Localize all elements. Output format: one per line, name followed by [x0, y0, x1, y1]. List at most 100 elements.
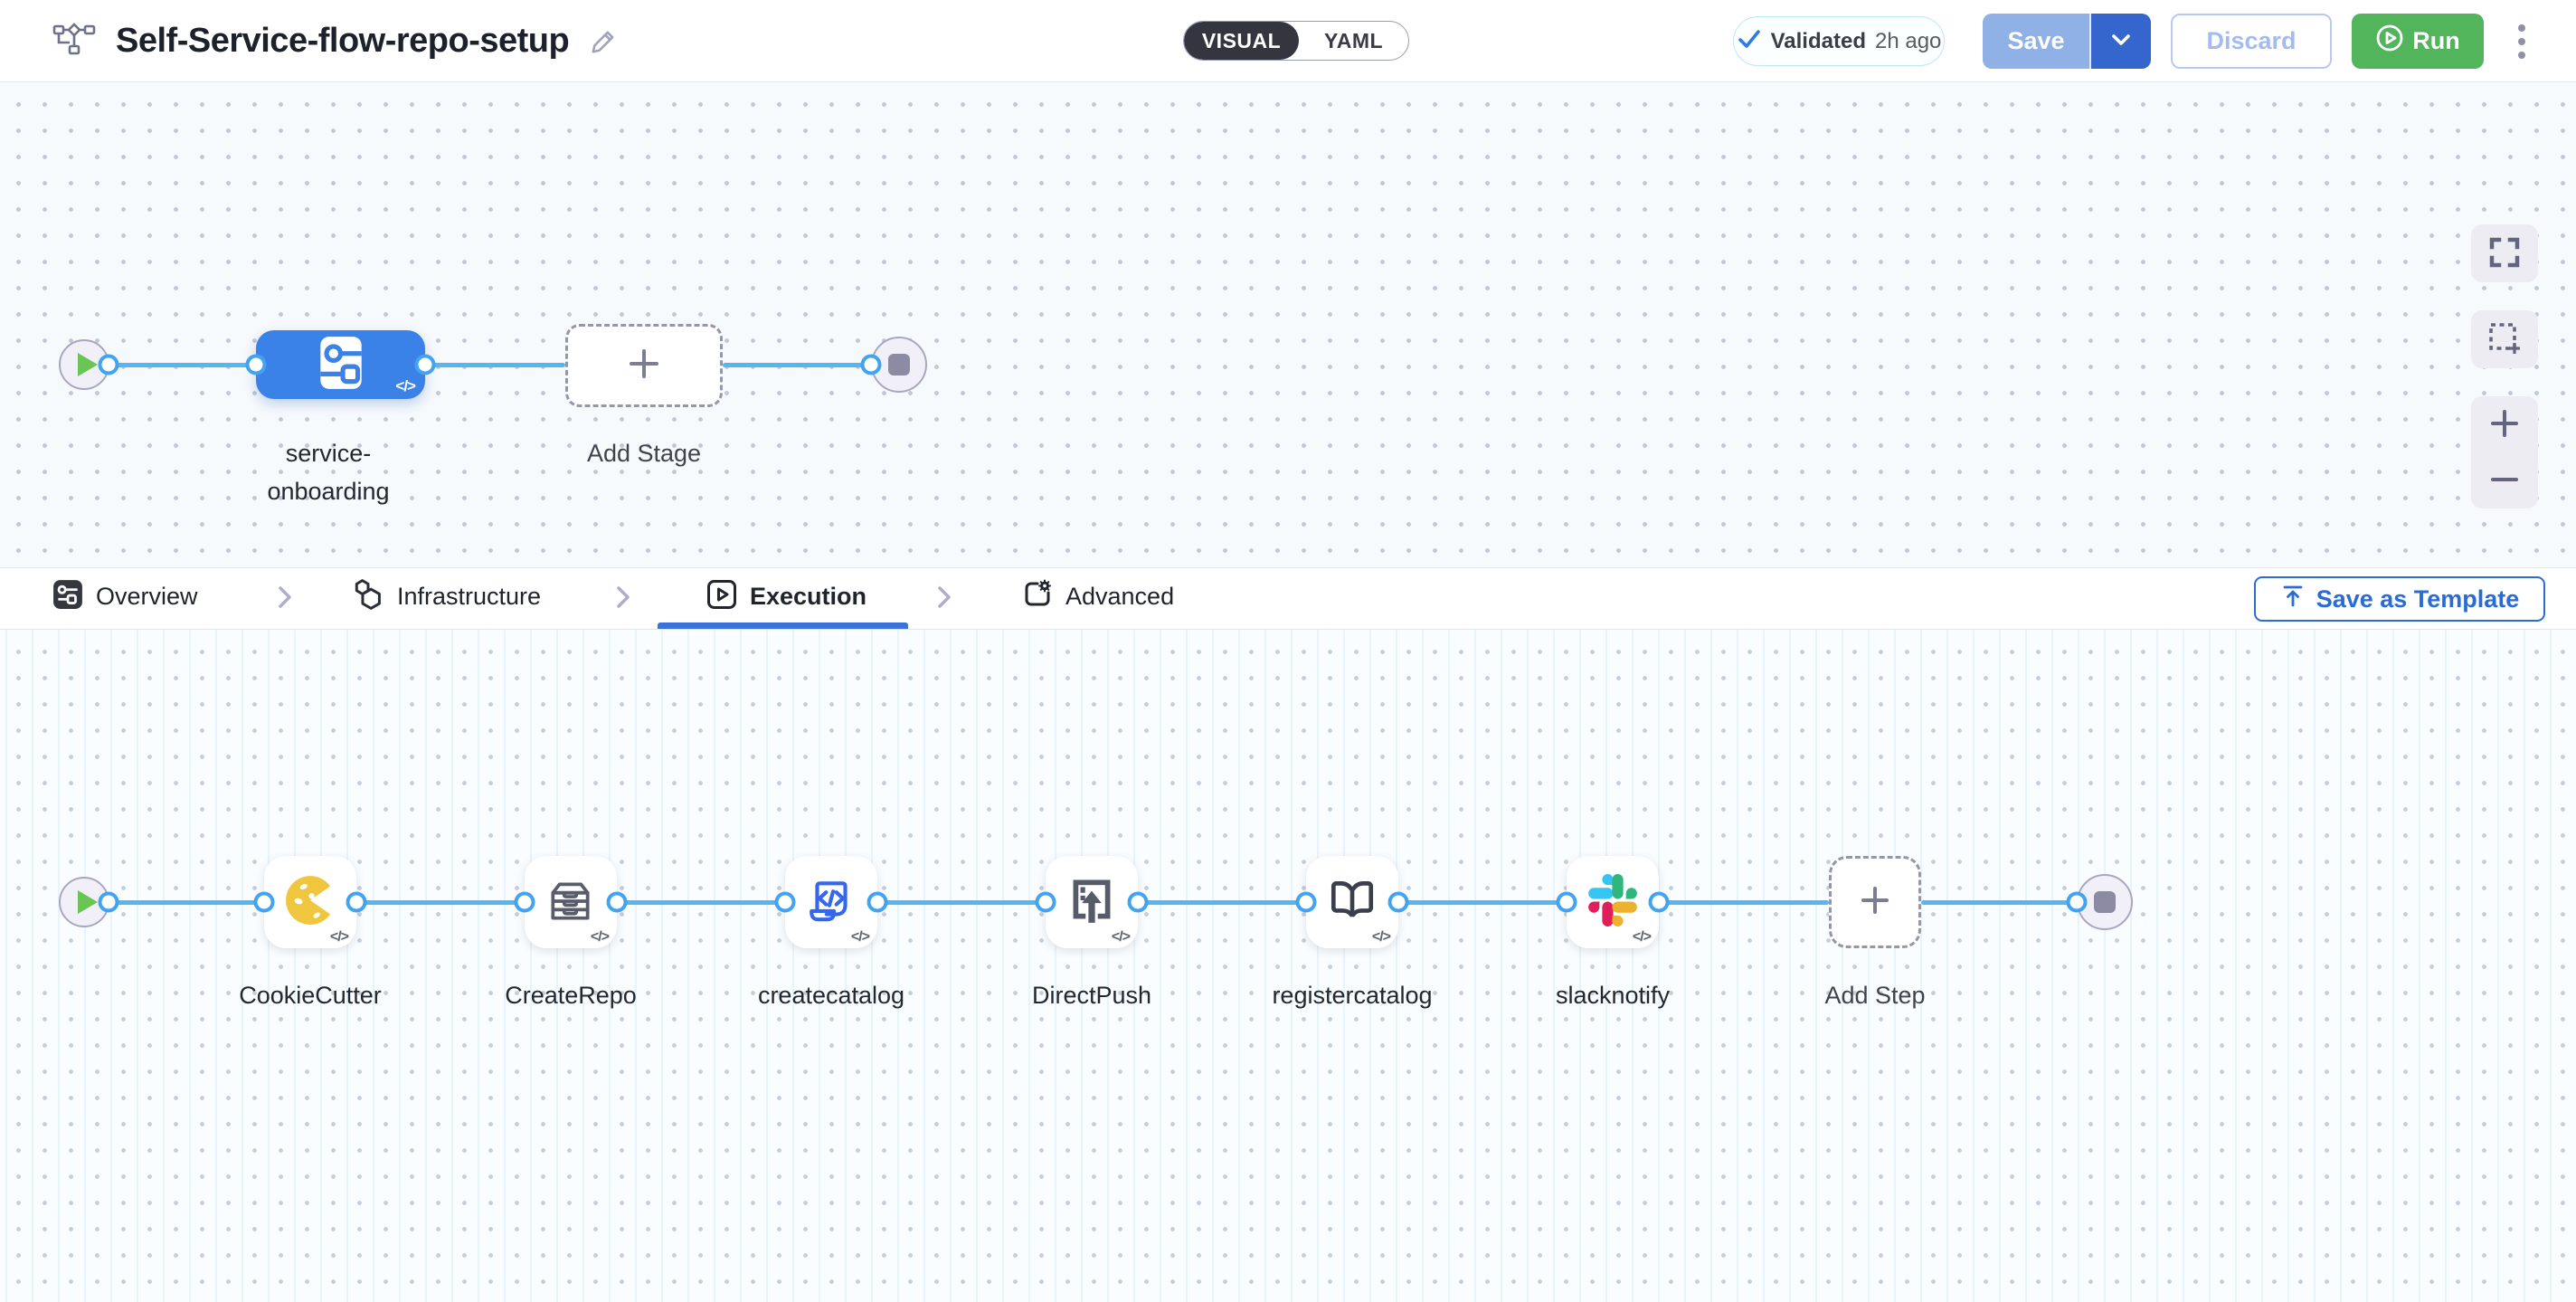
- end-node: [871, 337, 927, 393]
- zoom-controls: [2471, 396, 2538, 508]
- cookiecutter-icon: [284, 874, 336, 931]
- play-triangle-icon: [78, 353, 98, 376]
- step-label: CreateRepo: [505, 982, 637, 1009]
- page-title: Self-Service-flow-repo-setup: [116, 22, 570, 60]
- header: Self-Service-flow-repo-setup VISUAL YAML…: [0, 0, 2576, 82]
- stage-label-line1: service-: [285, 440, 372, 467]
- stop-square-icon: [888, 354, 910, 375]
- stage-tabbar: Overview Infrastructure Ex: [0, 567, 2576, 630]
- step-node-cookiecutter[interactable]: </>: [264, 856, 356, 948]
- tab-label: Execution: [750, 582, 867, 610]
- tab-infrastructure[interactable]: Infrastructure: [352, 568, 541, 624]
- run-label: Run: [2412, 27, 2460, 54]
- tab-label: Advanced: [1065, 582, 1175, 610]
- edge-connector: [877, 900, 1046, 905]
- port-connector: [1556, 891, 1577, 913]
- port-connector: [1648, 891, 1670, 913]
- edge-connector: [425, 363, 565, 367]
- stop-square-icon: [2094, 891, 2116, 913]
- play-circle-icon: [2375, 24, 2404, 59]
- tab-label: Infrastructure: [397, 582, 542, 610]
- port-connector: [1295, 891, 1317, 913]
- plus-icon: [2489, 408, 2520, 442]
- tab-overview[interactable]: Overview: [52, 568, 198, 624]
- active-tab-underline: [658, 622, 908, 629]
- save-dropdown-button[interactable]: [2089, 14, 2151, 69]
- add-stage-node[interactable]: [565, 324, 723, 407]
- tab-label: Overview: [96, 582, 198, 610]
- port-connector: [98, 354, 119, 375]
- archive-drawers-icon: [545, 874, 597, 931]
- more-options-button[interactable]: [2504, 14, 2540, 69]
- step-node-registercatalog[interactable]: </>: [1306, 856, 1398, 948]
- toggle-visual[interactable]: VISUAL: [1184, 22, 1300, 60]
- stage-node-service-onboarding[interactable]: </>: [256, 330, 425, 399]
- pipeline-flowchart-icon: [52, 19, 96, 63]
- code-badge-icon: </>: [1371, 929, 1391, 945]
- step-node-directpush[interactable]: </>: [1046, 856, 1138, 948]
- zoom-out-button[interactable]: [2471, 452, 2538, 508]
- edge-connector: [356, 900, 525, 905]
- discard-button[interactable]: Discard: [2171, 14, 2332, 69]
- port-connector: [860, 354, 882, 375]
- step-label: CookieCutter: [239, 982, 382, 1009]
- validated-badge[interactable]: Validated 2h ago: [1733, 16, 1945, 66]
- code-badge-icon: </>: [1111, 929, 1131, 945]
- stage-glyph-icon: [311, 333, 371, 397]
- code-badge-icon: </>: [850, 929, 870, 945]
- open-book-icon: [1326, 874, 1378, 931]
- edge-connector: [1398, 900, 1567, 905]
- port-connector: [514, 891, 535, 913]
- visual-yaml-toggle: VISUAL YAML: [1183, 21, 1409, 61]
- edge-connector: [723, 363, 871, 367]
- step-node-createrepo[interactable]: </>: [525, 856, 617, 948]
- port-connector: [774, 891, 796, 913]
- port-connector: [245, 354, 267, 375]
- edge-connector: [1138, 900, 1306, 905]
- edge-connector: [1921, 900, 2077, 905]
- check-icon: [1737, 28, 1762, 54]
- chevron-down-icon: [2111, 33, 2131, 49]
- step-node-createcatalog[interactable]: </>: [785, 856, 877, 948]
- add-stage-label: Add Stage: [586, 440, 702, 467]
- code-scroll-icon: [805, 874, 857, 931]
- upload-icon: [2280, 584, 2306, 615]
- tab-execution[interactable]: Execution: [706, 568, 867, 624]
- chevron-right-icon: [615, 584, 631, 614]
- edge-connector: [1659, 900, 1829, 905]
- stage-canvas[interactable]: </> service- onboarding Add Stage: [0, 82, 2576, 567]
- fullscreen-button[interactable]: [2471, 224, 2538, 282]
- port-connector: [1127, 891, 1149, 913]
- step-label: registercatalog: [1272, 982, 1433, 1009]
- zoom-in-button[interactable]: [2471, 396, 2538, 452]
- edge-connector: [109, 363, 256, 367]
- port-connector: [414, 354, 436, 375]
- execution-canvas[interactable]: </> </>: [0, 630, 2576, 1302]
- step-node-slacknotify[interactable]: </>: [1567, 856, 1659, 948]
- play-square-icon: [706, 579, 737, 614]
- add-step-label: Add Step: [1824, 982, 1926, 1009]
- tab-advanced[interactable]: Advanced: [1022, 568, 1174, 624]
- save-as-template-button[interactable]: Save as Template: [2254, 576, 2545, 622]
- run-button[interactable]: Run: [2352, 14, 2484, 69]
- minus-icon: [2489, 464, 2520, 498]
- stage-label-line2: onboarding: [267, 478, 390, 505]
- port-connector: [1035, 891, 1056, 913]
- port-connector: [1387, 891, 1409, 913]
- edit-title-icon[interactable]: [589, 27, 618, 56]
- step-label: slacknotify: [1555, 982, 1671, 1009]
- validated-time: 2h ago: [1874, 28, 1942, 53]
- toggle-yaml[interactable]: YAML: [1323, 28, 1384, 52]
- port-connector: [346, 891, 367, 913]
- port-connector: [253, 891, 275, 913]
- select-region-button[interactable]: [2471, 310, 2538, 368]
- add-step-node[interactable]: [1829, 856, 1921, 948]
- save-button[interactable]: Save: [1983, 14, 2089, 69]
- port-connector: [867, 891, 888, 913]
- port-connector: [2066, 891, 2088, 913]
- step-label: createcatalog: [757, 982, 905, 1009]
- slack-icon: [1586, 873, 1639, 931]
- plus-icon: [1859, 884, 1891, 921]
- code-badge-icon: </>: [329, 929, 349, 945]
- edge-connector: [617, 900, 785, 905]
